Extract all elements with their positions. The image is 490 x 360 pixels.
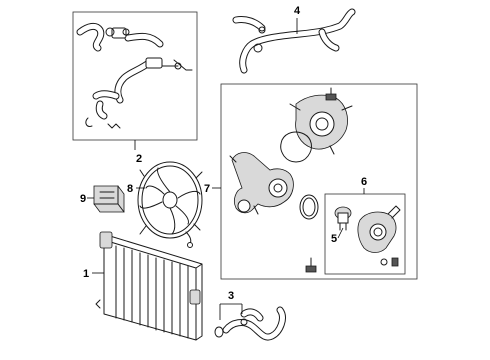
pump-bolt xyxy=(325,93,337,101)
hose-kit-box xyxy=(72,11,198,141)
lower-radiator-hose xyxy=(214,306,286,341)
callout-2: 2 xyxy=(136,153,142,165)
callout-3: 3 xyxy=(228,290,234,302)
o-ring-seal xyxy=(299,194,319,220)
radiator-fan-assembly xyxy=(137,161,203,248)
thermostat-housing xyxy=(229,152,294,215)
callout-7: 7 xyxy=(204,183,210,195)
callout-8: 8 xyxy=(127,183,133,195)
housing-bolt xyxy=(305,257,317,273)
hose-clamp-b xyxy=(122,28,130,36)
callout-6: 6 xyxy=(361,176,367,188)
thermostat-housing-box xyxy=(220,83,418,280)
hose-clamp-ring xyxy=(214,326,224,338)
hose-connector xyxy=(111,27,127,39)
thermostat xyxy=(334,206,352,231)
callout-1: 1 xyxy=(83,268,89,280)
fan-resistor-module xyxy=(93,185,125,213)
hose-clip-a xyxy=(85,117,93,127)
hose-clamp-a xyxy=(105,27,115,37)
callout-5: 5 xyxy=(331,233,337,245)
hose-clip-b xyxy=(107,123,121,129)
radiator xyxy=(95,231,203,341)
callout-9: 9 xyxy=(80,193,86,205)
water-pump-housing xyxy=(289,87,353,155)
callout-4: 4 xyxy=(294,5,301,17)
hose-kit-group xyxy=(72,11,198,141)
thermostat-sub-box xyxy=(324,193,406,275)
coolant-pipe-assembly xyxy=(232,8,356,74)
thermostat-cover xyxy=(357,205,401,267)
pump-gasket xyxy=(280,131,312,163)
